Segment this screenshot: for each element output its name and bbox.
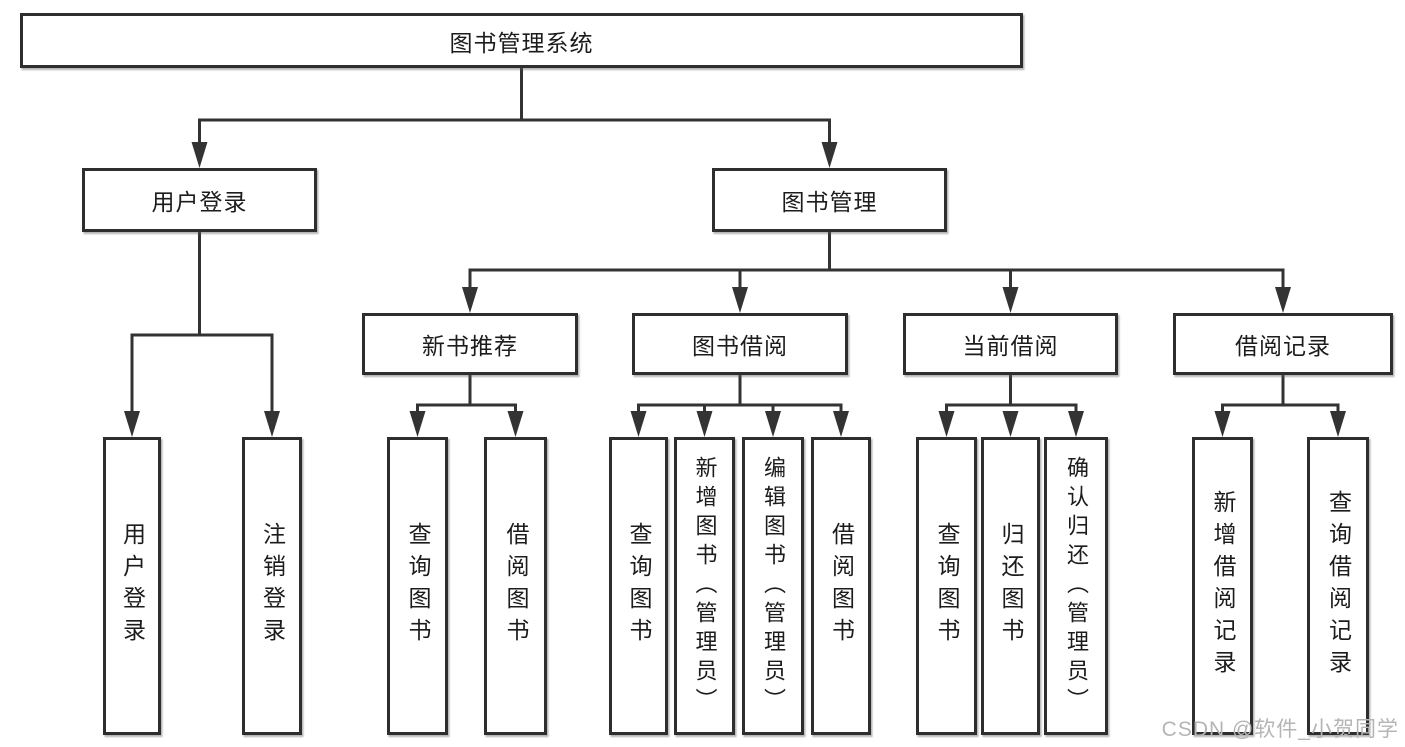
leaf-nb-query-books-label: 查询图书 (405, 522, 431, 650)
leaf-bb-borrow-books-label: 借阅图书 (828, 522, 855, 650)
connector-new-book-group (416, 375, 517, 418)
leaf-br-add-record-label: 新增借阅记录 (1210, 490, 1236, 682)
node-borrow-records-label: 借阅记录 (1235, 333, 1331, 359)
leaf-cb-confirm-return-admin: 确认归还（管理员） (1044, 437, 1108, 735)
node-book-management: 图书管理 (712, 168, 947, 232)
leaf-user-login-label: 用户登录 (119, 522, 146, 650)
leaf-br-add-record: 新增借阅记录 (1192, 437, 1253, 735)
leaf-nb-query-books: 查询图书 (387, 437, 448, 735)
node-book-management-label: 图书管理 (781, 189, 878, 215)
connector-borrow-records-group (1221, 375, 1340, 418)
leaf-cb-query-books-label: 查询图书 (934, 522, 960, 650)
leaf-bb-borrow-books: 借阅图书 (811, 437, 871, 735)
node-current-borrow-label: 当前借阅 (962, 333, 1059, 359)
watermark: CSDN @软件_小贺同学 (1161, 718, 1399, 741)
leaf-nb-borrow-books-label: 借阅图书 (503, 522, 529, 650)
node-current-borrow: 当前借阅 (903, 313, 1118, 375)
node-root-label: 图书管理系统 (449, 29, 594, 56)
node-book-borrow-label: 图书借阅 (692, 333, 788, 359)
leaf-nb-borrow-books: 借阅图书 (484, 437, 547, 735)
leaf-bb-query-books-label: 查询图书 (626, 522, 652, 650)
leaf-user-login: 用户登录 (103, 437, 161, 735)
node-root: 图书管理系统 (20, 13, 1023, 68)
node-new-book-recommend-label: 新书推荐 (422, 333, 518, 359)
connector-book-borrow-group (637, 375, 843, 418)
leaf-bb-add-books-admin-label: 新增图书（管理员） (692, 455, 718, 717)
connector-root-to-level2 (198, 66, 831, 150)
leaf-cb-return-books-label: 归还图书 (998, 522, 1024, 650)
node-book-borrow: 图书借阅 (632, 313, 848, 375)
leaf-bb-edit-books-admin: 编辑图书（管理员） (742, 437, 804, 735)
leaf-bb-query-books: 查询图书 (609, 437, 668, 735)
arrowheads (124, 142, 1346, 437)
leaf-logout: 注销登录 (242, 437, 302, 735)
leaf-bb-add-books-admin: 新增图书（管理员） (674, 437, 735, 735)
node-user-login-label: 用户登录 (151, 189, 248, 215)
node-borrow-records: 借阅记录 (1173, 313, 1393, 375)
leaf-cb-return-books: 归还图书 (981, 437, 1040, 735)
connector-book-mgmt-to-level3 (468, 232, 1285, 295)
node-user-login: 用户登录 (82, 168, 317, 232)
leaf-cb-confirm-return-admin-label: 确认归还（管理员） (1064, 455, 1089, 717)
node-new-book-recommend: 新书推荐 (362, 313, 578, 375)
leaf-bb-edit-books-admin-label: 编辑图书（管理员） (761, 455, 786, 717)
leaf-br-query-record: 查询借阅记录 (1307, 437, 1369, 735)
leaf-cb-query-books: 查询图书 (916, 437, 977, 735)
connector-user-login-group (130, 232, 274, 418)
leaf-br-query-record-label: 查询借阅记录 (1325, 490, 1352, 682)
leaf-logout-label: 注销登录 (259, 522, 286, 650)
